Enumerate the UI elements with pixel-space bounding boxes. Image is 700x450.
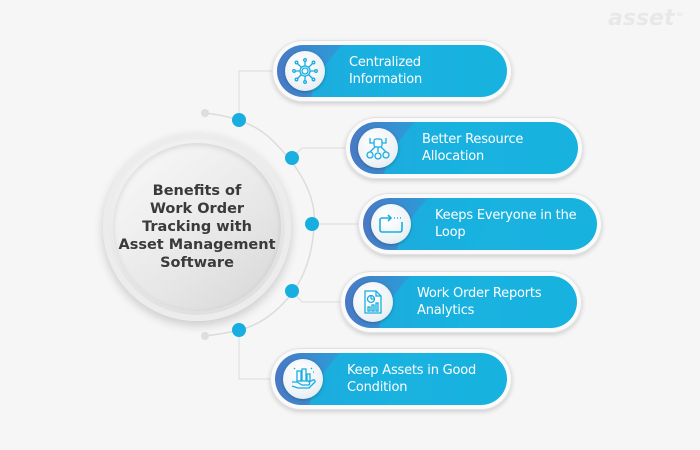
benefit-pill-body: Centralized Information [277,45,507,97]
logo-mark: ∞ [676,9,685,20]
benefit-keep-assets-in-good-condition: Keep Assets in Good Condition [270,348,512,410]
benefit-label: Better Resource Allocation [422,132,524,164]
benefit-pill-body: Better Resource Allocation [350,122,578,174]
report-chart-icon [353,282,393,322]
arc-end-dot-top [201,109,209,117]
network-hub-icon [285,51,325,91]
node-dot-2 [285,151,299,165]
benefit-label: Centralized Information [349,55,423,87]
central-hub: Benefits of Work Order Tracking with Ass… [103,133,291,321]
benefit-label: Keeps Everyone in the Loop [435,208,577,240]
node-dot-1 [232,113,246,127]
benefit-pill-body: Keep Assets in Good Condition [275,353,507,405]
benefit-work-order-reports-analytics: Work Order Reports Analytics [340,271,582,333]
connector-2 [291,147,345,159]
logo-text: asset [608,6,675,31]
benefit-label: Keep Assets in Good Condition [347,363,477,395]
connector-5 [238,330,272,380]
node-dot-4 [285,284,299,298]
connector-4 [291,290,345,303]
benefit-label: Work Order Reports Analytics [417,286,542,318]
resource-allocation-icon [358,128,398,168]
benefit-pill-body: Work Order Reports Analytics [345,276,577,328]
hand-assets-icon [283,359,323,399]
arc-end-dot-bottom [201,332,209,340]
loop-arrow-icon [371,204,411,244]
benefit-keeps-everyone-in-the-loop: Keeps Everyone in the Loop [358,193,602,255]
benefit-better-resource-allocation: Better Resource Allocation [345,117,583,179]
node-dot-3 [305,217,319,231]
benefit-pill-body: Keeps Everyone in the Loop [363,198,597,250]
hub-title: Benefits of Work Order Tracking with Ass… [118,183,276,271]
brand-logo: asset∞ [608,6,684,31]
benefit-centralized-information: Centralized Information [272,40,512,102]
connector-1 [238,70,272,120]
central-hub-inner: Benefits of Work Order Tracking with Ass… [113,143,281,311]
node-dot-5 [232,323,246,337]
